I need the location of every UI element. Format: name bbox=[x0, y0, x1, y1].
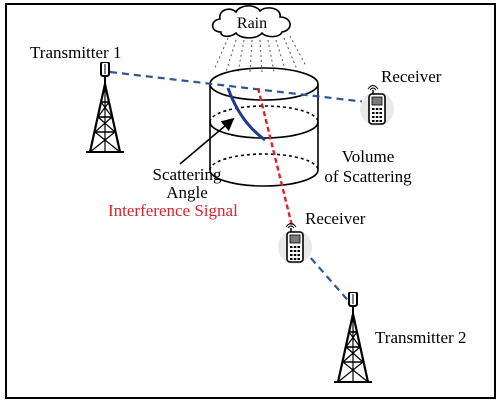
interference-signal-label: Interference Signal bbox=[108, 201, 238, 220]
volume-label-line1: Volume bbox=[342, 147, 395, 166]
interference-signal-path bbox=[256, 87, 294, 227]
transmitter1-label: Transmitter 1 bbox=[30, 43, 121, 62]
scattering-label-line1: Scattering bbox=[153, 165, 222, 184]
rain-label: Rain bbox=[237, 15, 267, 32]
scattering-angle-arrow bbox=[179, 117, 235, 165]
scattering-label-line2: Angle bbox=[166, 183, 208, 202]
transmitter1-tower-icon bbox=[86, 62, 126, 154]
transmitter2-label: Transmitter 2 bbox=[375, 328, 466, 347]
rain-drops bbox=[213, 35, 307, 73]
scattering-volume-cylinder bbox=[209, 67, 319, 187]
diagram-frame bbox=[5, 3, 496, 399]
scattering-angle-arc bbox=[226, 87, 266, 142]
receiver-top-label: Receiver bbox=[381, 67, 442, 86]
receiver-bottom-label: Receiver bbox=[305, 209, 366, 228]
cloud-icon bbox=[211, 5, 291, 39]
receiver-top-icon bbox=[360, 84, 394, 127]
volume-label-line2: of Scattering bbox=[324, 167, 412, 186]
receiver-bottom-icon bbox=[278, 222, 312, 265]
transmitter2-tower-icon bbox=[334, 292, 374, 384]
transmitter1-receiver-link bbox=[109, 70, 367, 104]
